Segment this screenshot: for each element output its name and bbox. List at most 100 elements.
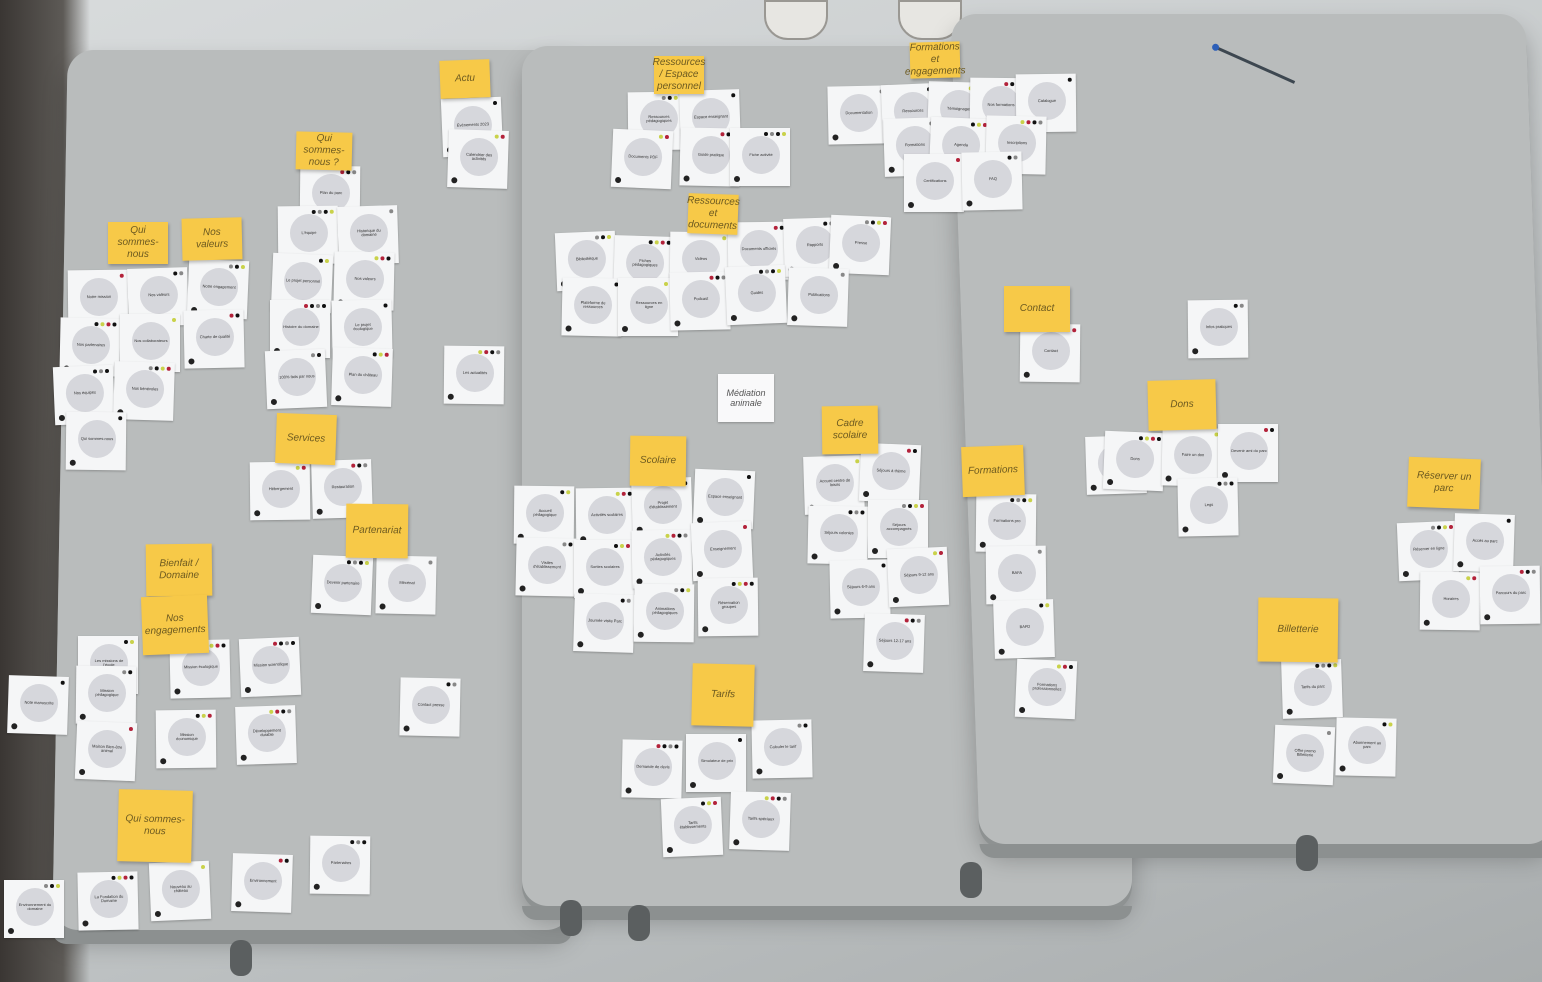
- sticky-note-s10[interactable]: Ressources / Espace personnel: [652, 56, 706, 94]
- sort-card[interactable]: Mission économique: [155, 709, 217, 769]
- sort-card[interactable]: Parcours du parc: [1479, 565, 1541, 625]
- sticky-note-s12[interactable]: Ressources et documents: [687, 193, 740, 235]
- vote-dots: [1430, 524, 1454, 530]
- sort-card[interactable]: Accès au parc: [1453, 513, 1515, 573]
- sort-card[interactable]: 100% faits par nous: [264, 348, 328, 410]
- sort-card[interactable]: Legs: [1177, 477, 1239, 537]
- sort-card[interactable]: La Fondation du Domaine: [77, 871, 139, 931]
- sort-card[interactable]: Séjours 9-12 ans: [886, 546, 950, 608]
- card-label: Fiches pédagogiques: [632, 257, 658, 268]
- sort-card[interactable]: Animations pédagogiques: [633, 583, 695, 643]
- sort-card[interactable]: Journée visite Parc: [573, 593, 635, 653]
- sort-card[interactable]: Plateforme de ressources: [561, 277, 623, 337]
- sort-card[interactable]: Nouveau au château: [148, 860, 212, 922]
- sticky-note-s9[interactable]: Qui sommes-nous: [117, 789, 193, 863]
- sort-card[interactable]: Développement durable: [235, 705, 297, 765]
- sort-card[interactable]: Charte de qualité: [183, 309, 245, 369]
- sticky-note-s11[interactable]: Formations et engagements: [904, 41, 966, 79]
- sort-card[interactable]: Mission pédagogique: [75, 665, 137, 725]
- sort-card[interactable]: Réservation groupes: [697, 577, 759, 637]
- sort-card[interactable]: Tarifs du parc: [1281, 659, 1343, 719]
- sort-card[interactable]: Guides: [724, 264, 788, 326]
- sort-card[interactable]: Formations professionnelles: [1014, 658, 1078, 720]
- sort-card[interactable]: Formations pro: [975, 493, 1037, 553]
- sort-card[interactable]: Activités scolaires: [575, 487, 637, 547]
- sticky-note-s19[interactable]: Réserver un parc: [1407, 456, 1481, 510]
- sort-card[interactable]: Plan du château: [331, 347, 393, 407]
- sort-card[interactable]: BAFD: [993, 599, 1055, 659]
- card-logo-icon: [1018, 706, 1026, 714]
- card-label: Vidéos: [694, 255, 708, 261]
- card-circle: Tarifs spéciaux: [741, 799, 781, 839]
- sort-card[interactable]: Publications: [787, 267, 849, 327]
- sort-card[interactable]: Abonnement au parc: [1335, 717, 1397, 777]
- card-logo-icon: [78, 768, 86, 776]
- sort-card[interactable]: Documents PDF: [610, 128, 674, 190]
- sticky-note-s4[interactable]: Nos valeurs: [181, 217, 243, 261]
- sort-card[interactable]: Fiche activité: [730, 128, 790, 186]
- sticky-note-s18[interactable]: Dons: [1147, 379, 1217, 431]
- sort-card[interactable]: Calculer le tarif: [751, 719, 813, 779]
- sort-card[interactable]: Documentation: [827, 85, 889, 145]
- sort-card[interactable]: BAFA: [985, 545, 1047, 605]
- handwritten-note[interactable]: Médiation animale: [718, 374, 774, 422]
- sticky-note-s6[interactable]: Partenariat: [345, 503, 409, 559]
- sticky-note-s2[interactable]: Qui sommes-nous ?: [295, 131, 353, 171]
- sticky-note-s1[interactable]: Actu: [439, 59, 491, 99]
- sort-card[interactable]: Calendrier des activités: [447, 129, 509, 189]
- sort-card[interactable]: Podcast: [669, 271, 731, 331]
- sort-card[interactable]: Devenir partenaire: [310, 554, 374, 616]
- sort-card[interactable]: Activités pédagogiques: [631, 529, 693, 589]
- sort-card[interactable]: Contact: [1019, 323, 1081, 383]
- sort-card[interactable]: Séjours 12-17 ans: [863, 613, 925, 673]
- sort-card[interactable]: Visites d'établissement: [515, 537, 577, 597]
- sort-card[interactable]: Demande de devis: [621, 739, 683, 799]
- card-logo-icon: [872, 548, 878, 554]
- sort-card[interactable]: Horaires: [1419, 571, 1481, 631]
- sticky-note-s5[interactable]: Services: [275, 412, 337, 466]
- sort-card[interactable]: Qui sommes-nous: [65, 411, 127, 471]
- sticky-note-s14[interactable]: Cadre scolaire: [821, 405, 879, 455]
- sort-card[interactable]: Dons: [1102, 430, 1166, 492]
- card-circle: Hébergement: [261, 469, 301, 509]
- sort-card[interactable]: Mécénat: [375, 555, 437, 615]
- sort-card[interactable]: Accueil pédagogique: [513, 485, 575, 545]
- sticky-note-s17[interactable]: Contact: [1004, 286, 1070, 332]
- card-label: Ressources pédagogiques: [646, 113, 672, 124]
- sticky-note-s8[interactable]: Nos engagements: [140, 594, 210, 656]
- sort-card[interactable]: Offre promo Billetterie: [1272, 724, 1336, 786]
- vote-dots: [92, 368, 110, 374]
- sticky-note-s20[interactable]: Billetterie: [1257, 597, 1339, 663]
- sticky-note-s13[interactable]: Scolaire: [629, 435, 687, 487]
- sort-card[interactable]: Simulateur de prix: [686, 734, 746, 792]
- sort-card[interactable]: Presse: [828, 214, 892, 276]
- sort-card[interactable]: Maison Bien-être animal: [74, 720, 138, 782]
- card-logo-icon: [674, 320, 681, 327]
- card-label: Devenir partenaire: [326, 579, 360, 586]
- card-logo-icon: [1090, 484, 1097, 491]
- sort-card[interactable]: Devenir ami du parc: [1218, 424, 1278, 482]
- sticky-note-s3[interactable]: Qui sommes-nous: [108, 222, 168, 264]
- sticky-note-s7[interactable]: Bienfait / Domaine: [145, 543, 213, 597]
- sort-card[interactable]: Note manuscrite: [7, 675, 69, 735]
- sort-card[interactable]: Hébergement: [249, 461, 311, 521]
- sort-card[interactable]: Les actualités: [443, 345, 505, 405]
- sort-card[interactable]: Environnement: [231, 853, 293, 913]
- sort-card[interactable]: Environnement du domaine: [4, 880, 64, 938]
- sort-card[interactable]: Mission scientifique: [238, 636, 302, 698]
- vote-dots: [722, 236, 727, 241]
- sort-card[interactable]: Ressources en ligne: [618, 278, 678, 336]
- sort-card[interactable]: Séjours colonies: [807, 505, 869, 565]
- sort-card[interactable]: FAQ: [961, 151, 1023, 211]
- sticky-note-s16[interactable]: Tarifs: [691, 663, 755, 727]
- sticky-note-s15[interactable]: Formations: [961, 444, 1025, 498]
- sort-card[interactable]: Infos pratiques: [1187, 299, 1249, 359]
- sort-card[interactable]: Partenaires: [309, 835, 371, 895]
- sort-card[interactable]: Sorties scolaires: [574, 540, 634, 598]
- sort-card[interactable]: Tarifs spéciaux: [729, 791, 791, 851]
- sort-card[interactable]: Enseignement: [690, 520, 754, 582]
- sort-card[interactable]: Tarifs établissements: [660, 796, 724, 858]
- sort-card[interactable]: Séjours 6-9 ans: [829, 559, 891, 619]
- sort-card[interactable]: Contact presse: [399, 677, 461, 737]
- sort-card[interactable]: Certifications: [904, 154, 964, 212]
